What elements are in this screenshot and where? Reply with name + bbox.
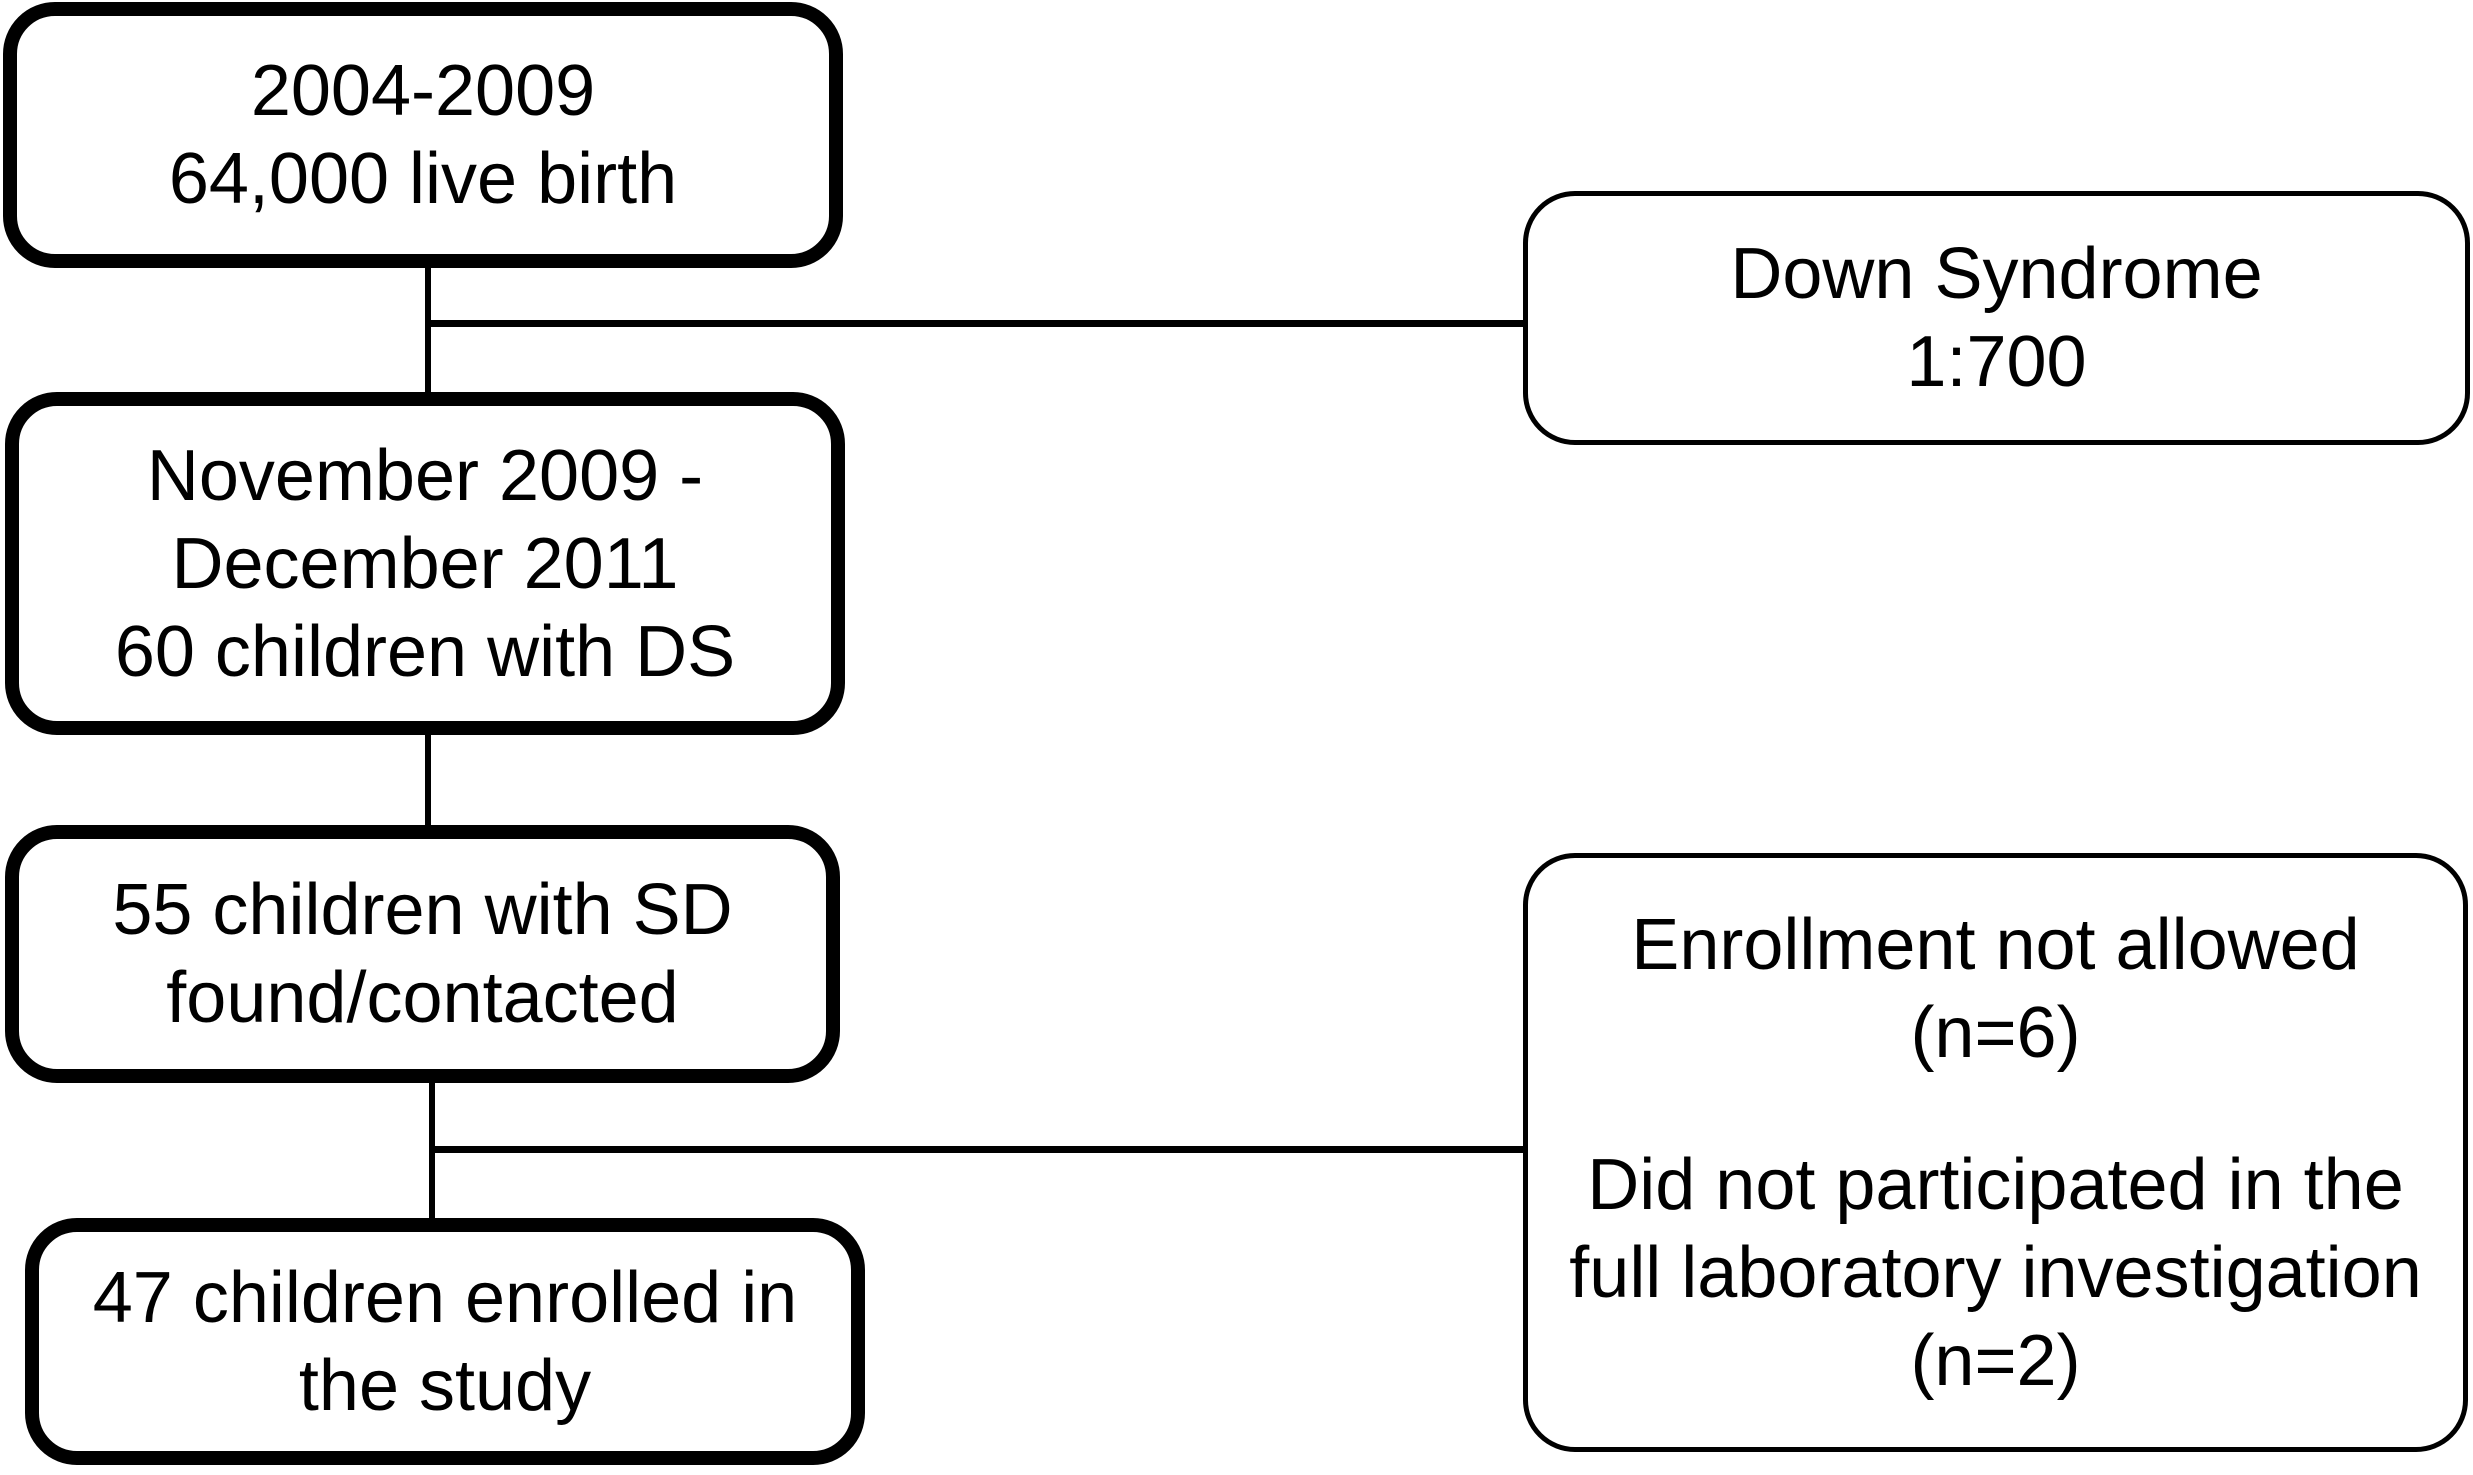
- node-text-line: 2004-2009: [250, 51, 596, 131]
- node-text-line: (n=6): [1910, 992, 2081, 1073]
- node-text-line: 55 children with SD: [112, 870, 733, 950]
- node-text-line: (n=2): [1910, 1320, 2081, 1401]
- excluded-reason-group: Enrollment not allowed (n=6): [1631, 901, 2359, 1077]
- connector-branch-excluded: [429, 1146, 1533, 1153]
- node-text-line: 64,000 live birth: [168, 139, 678, 219]
- excluded-reason-group: Did not participated in the full laborat…: [1569, 1141, 2421, 1405]
- node-text-line: the study: [298, 1345, 592, 1426]
- node-text-line: Enrollment not allowed: [1631, 904, 2360, 985]
- flow-node-screened: November 2009 - December 2011 60 childre…: [5, 392, 845, 735]
- flow-node-enrolled: 47 children enrolled in the study: [25, 1218, 865, 1465]
- flow-node-excluded: Enrollment not allowed (n=6) Did not par…: [1523, 853, 2468, 1452]
- connector-screened-contacted: [425, 731, 431, 829]
- node-text-line: found/contacted: [166, 958, 679, 1038]
- node-text-line: full laboratory investigation: [1569, 1232, 2422, 1313]
- node-text-line: Down Syndrome: [1730, 234, 2263, 314]
- node-text-line: December 2011: [171, 523, 679, 604]
- node-text-line: 60 children with DS: [114, 611, 736, 692]
- node-text-line: 1:700: [1906, 322, 2087, 402]
- flow-node-cohort: 2004-2009 64,000 live birth: [3, 2, 843, 268]
- node-text-line: 47 children enrolled in: [92, 1257, 798, 1338]
- flow-node-ds-rate: Down Syndrome 1:700: [1523, 191, 2470, 445]
- node-text-line: November 2009 -: [146, 435, 704, 516]
- flow-node-contacted: 55 children with SD found/contacted: [5, 825, 840, 1083]
- node-text-line: Did not participated in the: [1587, 1144, 2404, 1225]
- connector-branch-ds-rate: [425, 320, 1529, 327]
- connector-cohort-screened: [425, 264, 431, 396]
